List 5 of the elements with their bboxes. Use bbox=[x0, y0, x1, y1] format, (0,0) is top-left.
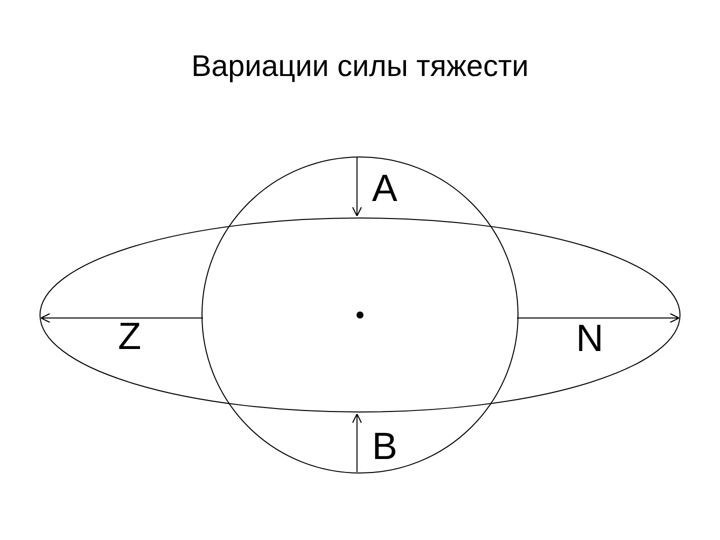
arrow-label: A bbox=[372, 170, 398, 208]
title: Вариации силы тяжести bbox=[190, 52, 530, 82]
arrow-label: Z bbox=[118, 318, 142, 356]
arrow-label: N bbox=[576, 320, 604, 358]
arrow-label: B bbox=[372, 428, 398, 466]
